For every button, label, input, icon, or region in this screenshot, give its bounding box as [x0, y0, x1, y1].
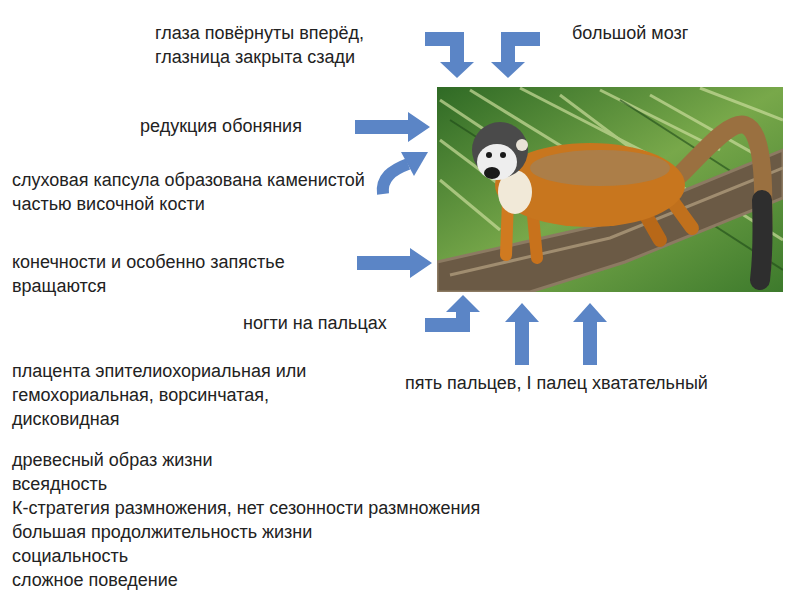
annotation-label: большая продолжительность жизни: [12, 520, 312, 544]
annotation-label: сложное поведение: [12, 568, 178, 592]
annotation-label: плацента эпителиохориальная или гемохори…: [12, 359, 357, 431]
annotation-label: ногти на пальцах: [243, 311, 387, 335]
monkey-photo: [437, 87, 783, 292]
annotation-label: К-стратегия размножения, нет сезонности …: [12, 496, 480, 520]
annotation-label: слуховая капсула образована каменистой ч…: [12, 168, 392, 216]
annotation-label: большой мозг: [572, 21, 688, 45]
annotation-label: древесный образ жизни: [12, 448, 213, 472]
annotation-label: конечности и особенно запястье вращаются: [12, 250, 372, 298]
annotation-label: редукция обоняния: [140, 114, 302, 138]
annotation-label: всеядность: [12, 472, 107, 496]
annotation-label: социальность: [12, 544, 128, 568]
pointer-arrows: [355, 32, 607, 365]
annotation-label: глаза повёрнуты вперёд, глазница закрыта…: [155, 21, 423, 69]
annotation-label: пять пальцев, I палец хватательный: [405, 371, 708, 395]
